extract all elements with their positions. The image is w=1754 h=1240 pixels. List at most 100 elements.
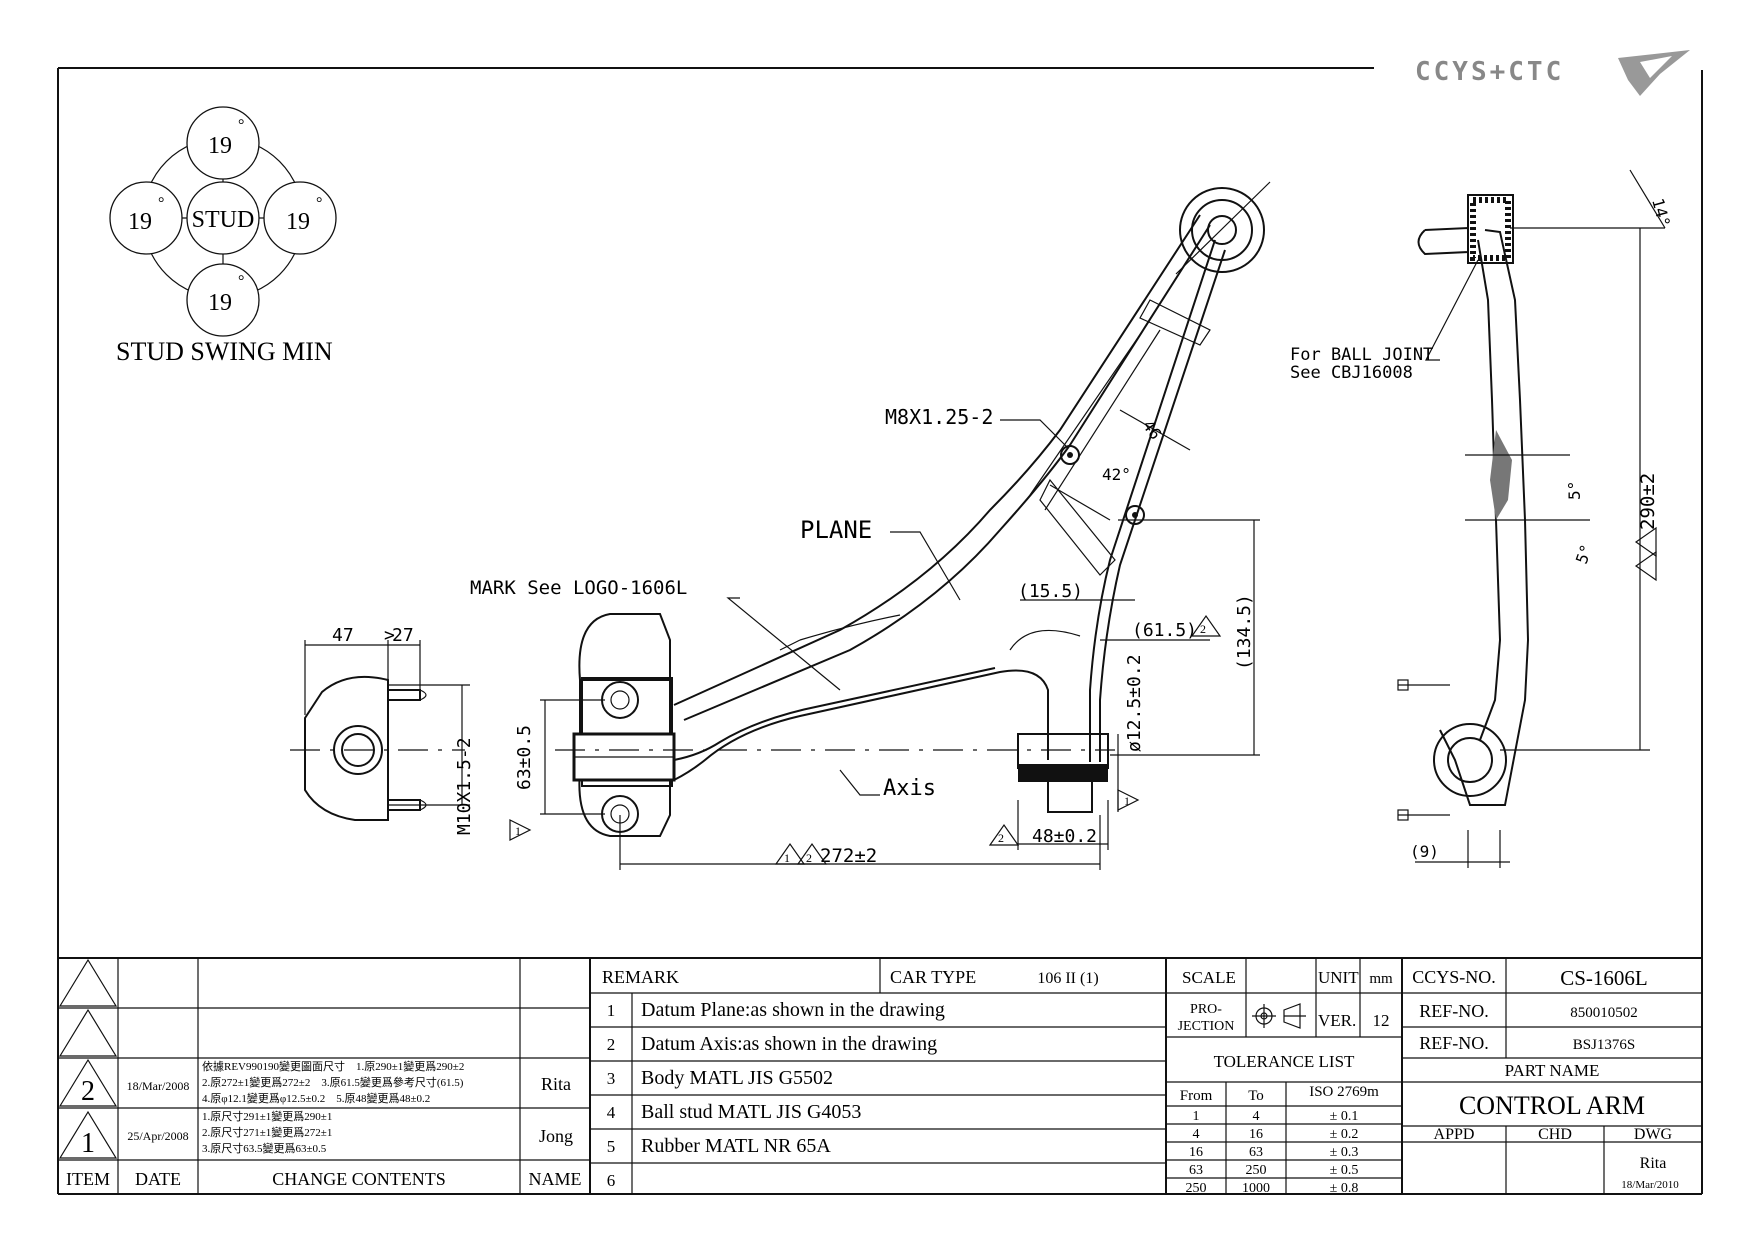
svg-text:ISO 2769m: ISO 2769m <box>1309 1084 1379 1100</box>
svg-text:BSJ1376S: BSJ1376S <box>1573 1037 1636 1053</box>
svg-text:CAR TYPE: CAR TYPE <box>890 967 976 987</box>
svg-text:ITEM: ITEM <box>66 1169 110 1189</box>
svg-text:3.原尺寸63.5變更爲63±0.5: 3.原尺寸63.5變更爲63±0.5 <box>202 1141 327 1155</box>
svg-text:1000: 1000 <box>1242 1181 1270 1196</box>
svg-text:REMARK: REMARK <box>602 967 679 987</box>
svg-text:42°: 42° <box>1102 465 1131 484</box>
svg-text:CHD: CHD <box>1538 1126 1572 1143</box>
svg-text:JECTION: JECTION <box>1178 1019 1235 1034</box>
svg-text:VER.: VER. <box>1318 1011 1356 1030</box>
svg-text:18/Mar/2010: 18/Mar/2010 <box>1621 1179 1679 1191</box>
svg-text:± 0.5: ± 0.5 <box>1330 1163 1359 1178</box>
svg-text:19: 19 <box>286 209 310 235</box>
svg-text:(61.5): (61.5) <box>1132 620 1197 641</box>
svg-text:°: ° <box>316 195 322 212</box>
svg-text:APPD: APPD <box>1434 1126 1475 1143</box>
svg-text:DATE: DATE <box>135 1169 181 1189</box>
svg-text:PRO-: PRO- <box>1190 1002 1222 1017</box>
svg-text:2: 2 <box>1200 622 1206 636</box>
svg-text:2.原272±1變更爲272±2 3.原61.5變更爲參考尺: 2.原272±1變更爲272±2 3.原61.5變更爲參考尺寸(61.5) <box>202 1075 464 1089</box>
svg-text:106 II (1): 106 II (1) <box>1037 970 1098 987</box>
svg-text:2.原尺寸271±1變更爲272±1: 2.原尺寸271±1變更爲272±1 <box>202 1125 332 1139</box>
svg-text:27: 27 <box>392 625 414 646</box>
svg-text:250: 250 <box>1186 1181 1207 1196</box>
svg-text:5°: 5° <box>1572 542 1596 567</box>
svg-text:Rita: Rita <box>1640 1155 1667 1172</box>
svg-text:Rubber MATL NR 65A: Rubber MATL NR 65A <box>641 1135 831 1157</box>
svg-text:NAME: NAME <box>529 1169 582 1189</box>
svg-text:2: 2 <box>607 1035 616 1054</box>
svg-text:850010502: 850010502 <box>1570 1005 1638 1021</box>
svg-text:16: 16 <box>1249 1127 1263 1142</box>
svg-text:Datum Plane:as shown in the dr: Datum Plane:as shown in the drawing <box>641 999 945 1021</box>
brand-logo: CCYS+CTC <box>1415 50 1690 96</box>
svg-text:18/Mar/2008: 18/Mar/2008 <box>127 1079 190 1093</box>
svg-text:STUD SWING MIN: STUD SWING MIN <box>116 337 333 366</box>
svg-text:25/Apr/2008: 25/Apr/2008 <box>127 1129 188 1143</box>
svg-text:Rita: Rita <box>541 1074 571 1094</box>
svg-text:290±2: 290±2 <box>1637 473 1659 530</box>
svg-text:°: ° <box>238 273 244 290</box>
svg-text:°: ° <box>238 117 244 134</box>
end-view-left: 47 27 > M10X1.5-2 <box>290 625 475 835</box>
svg-text:TOLERANCE LIST: TOLERANCE LIST <box>1214 1052 1355 1071</box>
svg-text:4.原φ12.1變更爲φ12.5±0.2 5.原48變更爲4: 4.原φ12.1變更爲φ12.5±0.2 5.原48變更爲48±0.2 <box>202 1091 430 1105</box>
svg-text:1: 1 <box>515 824 521 838</box>
svg-text:1.原尺寸291±1變更爲290±1: 1.原尺寸291±1變更爲290±1 <box>202 1109 332 1123</box>
svg-text:5°: 5° <box>1565 481 1584 500</box>
svg-text:°: ° <box>158 195 164 212</box>
svg-text:250: 250 <box>1246 1163 1267 1178</box>
svg-text:mm: mm <box>1369 971 1393 987</box>
svg-text:M10X1.5-2: M10X1.5-2 <box>454 737 475 835</box>
svg-text:ø12.5±0.2: ø12.5±0.2 <box>1124 654 1145 752</box>
svg-text:1: 1 <box>1193 1109 1200 1124</box>
svg-text:Body MATL JIS G5502: Body MATL JIS G5502 <box>641 1067 833 1089</box>
title-block: 2 1 18/Mar/2008 25/Apr/2008 依據REV990190變… <box>58 957 1702 1196</box>
svg-text:PLANE: PLANE <box>800 516 872 544</box>
svg-text:63: 63 <box>1189 1163 1203 1178</box>
svg-text:± 0.8: ± 0.8 <box>1330 1181 1359 1196</box>
svg-text:REF-NO.: REF-NO. <box>1419 1001 1489 1021</box>
svg-text:6: 6 <box>607 1171 616 1190</box>
svg-text:63±0.5: 63±0.5 <box>514 725 535 790</box>
svg-text:1: 1 <box>1124 794 1130 808</box>
svg-text:1: 1 <box>784 851 790 865</box>
svg-text:依據REV990190變更圖面尺寸 1.原290±1變更爲2: 依據REV990190變更圖面尺寸 1.原290±1變更爲290±2 <box>202 1059 464 1073</box>
svg-text:Axis: Axis <box>883 776 936 801</box>
sheet-border <box>57 67 1703 1195</box>
svg-text:CHANGE CONTENTS: CHANGE CONTENTS <box>272 1169 446 1189</box>
svg-text:1: 1 <box>81 1128 95 1159</box>
svg-text:(15.5): (15.5) <box>1018 581 1083 602</box>
svg-text:REF-NO.: REF-NO. <box>1419 1033 1489 1053</box>
svg-text:CCYS-NO.: CCYS-NO. <box>1412 967 1496 987</box>
svg-text:For BALL JOINT: For BALL JOINT <box>1290 345 1433 365</box>
svg-text:272±2: 272±2 <box>820 845 877 867</box>
stud-swing-diagram: STUD 19 19 19 19 ° ° ° ° STUD SWING MIN <box>109 106 337 366</box>
svg-text:± 0.2: ± 0.2 <box>1330 1127 1359 1142</box>
svg-text:2: 2 <box>998 831 1004 845</box>
svg-text:63: 63 <box>1249 1145 1263 1160</box>
svg-text:CCYS+CTC: CCYS+CTC <box>1415 57 1564 87</box>
svg-text:Ball stud MATL JIS G4053: Ball stud MATL JIS G4053 <box>641 1101 861 1123</box>
svg-text:19: 19 <box>128 209 152 235</box>
svg-text:SCALE: SCALE <box>1182 968 1236 987</box>
svg-text:PART NAME: PART NAME <box>1505 1061 1600 1080</box>
svg-text:To: To <box>1248 1088 1264 1104</box>
svg-text:4: 4 <box>607 1103 616 1122</box>
main-plan-view: M8X1.25-2 PLANE MARK See LOGO-1606L Axis… <box>470 181 1271 870</box>
svg-text:47: 47 <box>332 625 354 646</box>
svg-text:± 0.1: ± 0.1 <box>1330 1109 1359 1124</box>
svg-text:(9): (9) <box>1410 842 1439 861</box>
svg-text:See CBJ16008: See CBJ16008 <box>1290 363 1413 383</box>
svg-text:DWG: DWG <box>1634 1126 1673 1143</box>
svg-text:1: 1 <box>607 1001 616 1020</box>
side-view-right: For BALL JOINT See CBJ16008 14° 5° 5° 29… <box>1290 169 1674 868</box>
svg-text:CS-1606L: CS-1606L <box>1560 966 1648 990</box>
svg-text:4: 4 <box>1193 1127 1200 1142</box>
svg-text:4: 4 <box>1253 1109 1260 1124</box>
svg-text:2: 2 <box>81 1076 95 1107</box>
svg-text:± 0.3: ± 0.3 <box>1330 1145 1359 1160</box>
svg-text:UNIT: UNIT <box>1318 968 1359 987</box>
svg-text:3: 3 <box>607 1069 616 1088</box>
